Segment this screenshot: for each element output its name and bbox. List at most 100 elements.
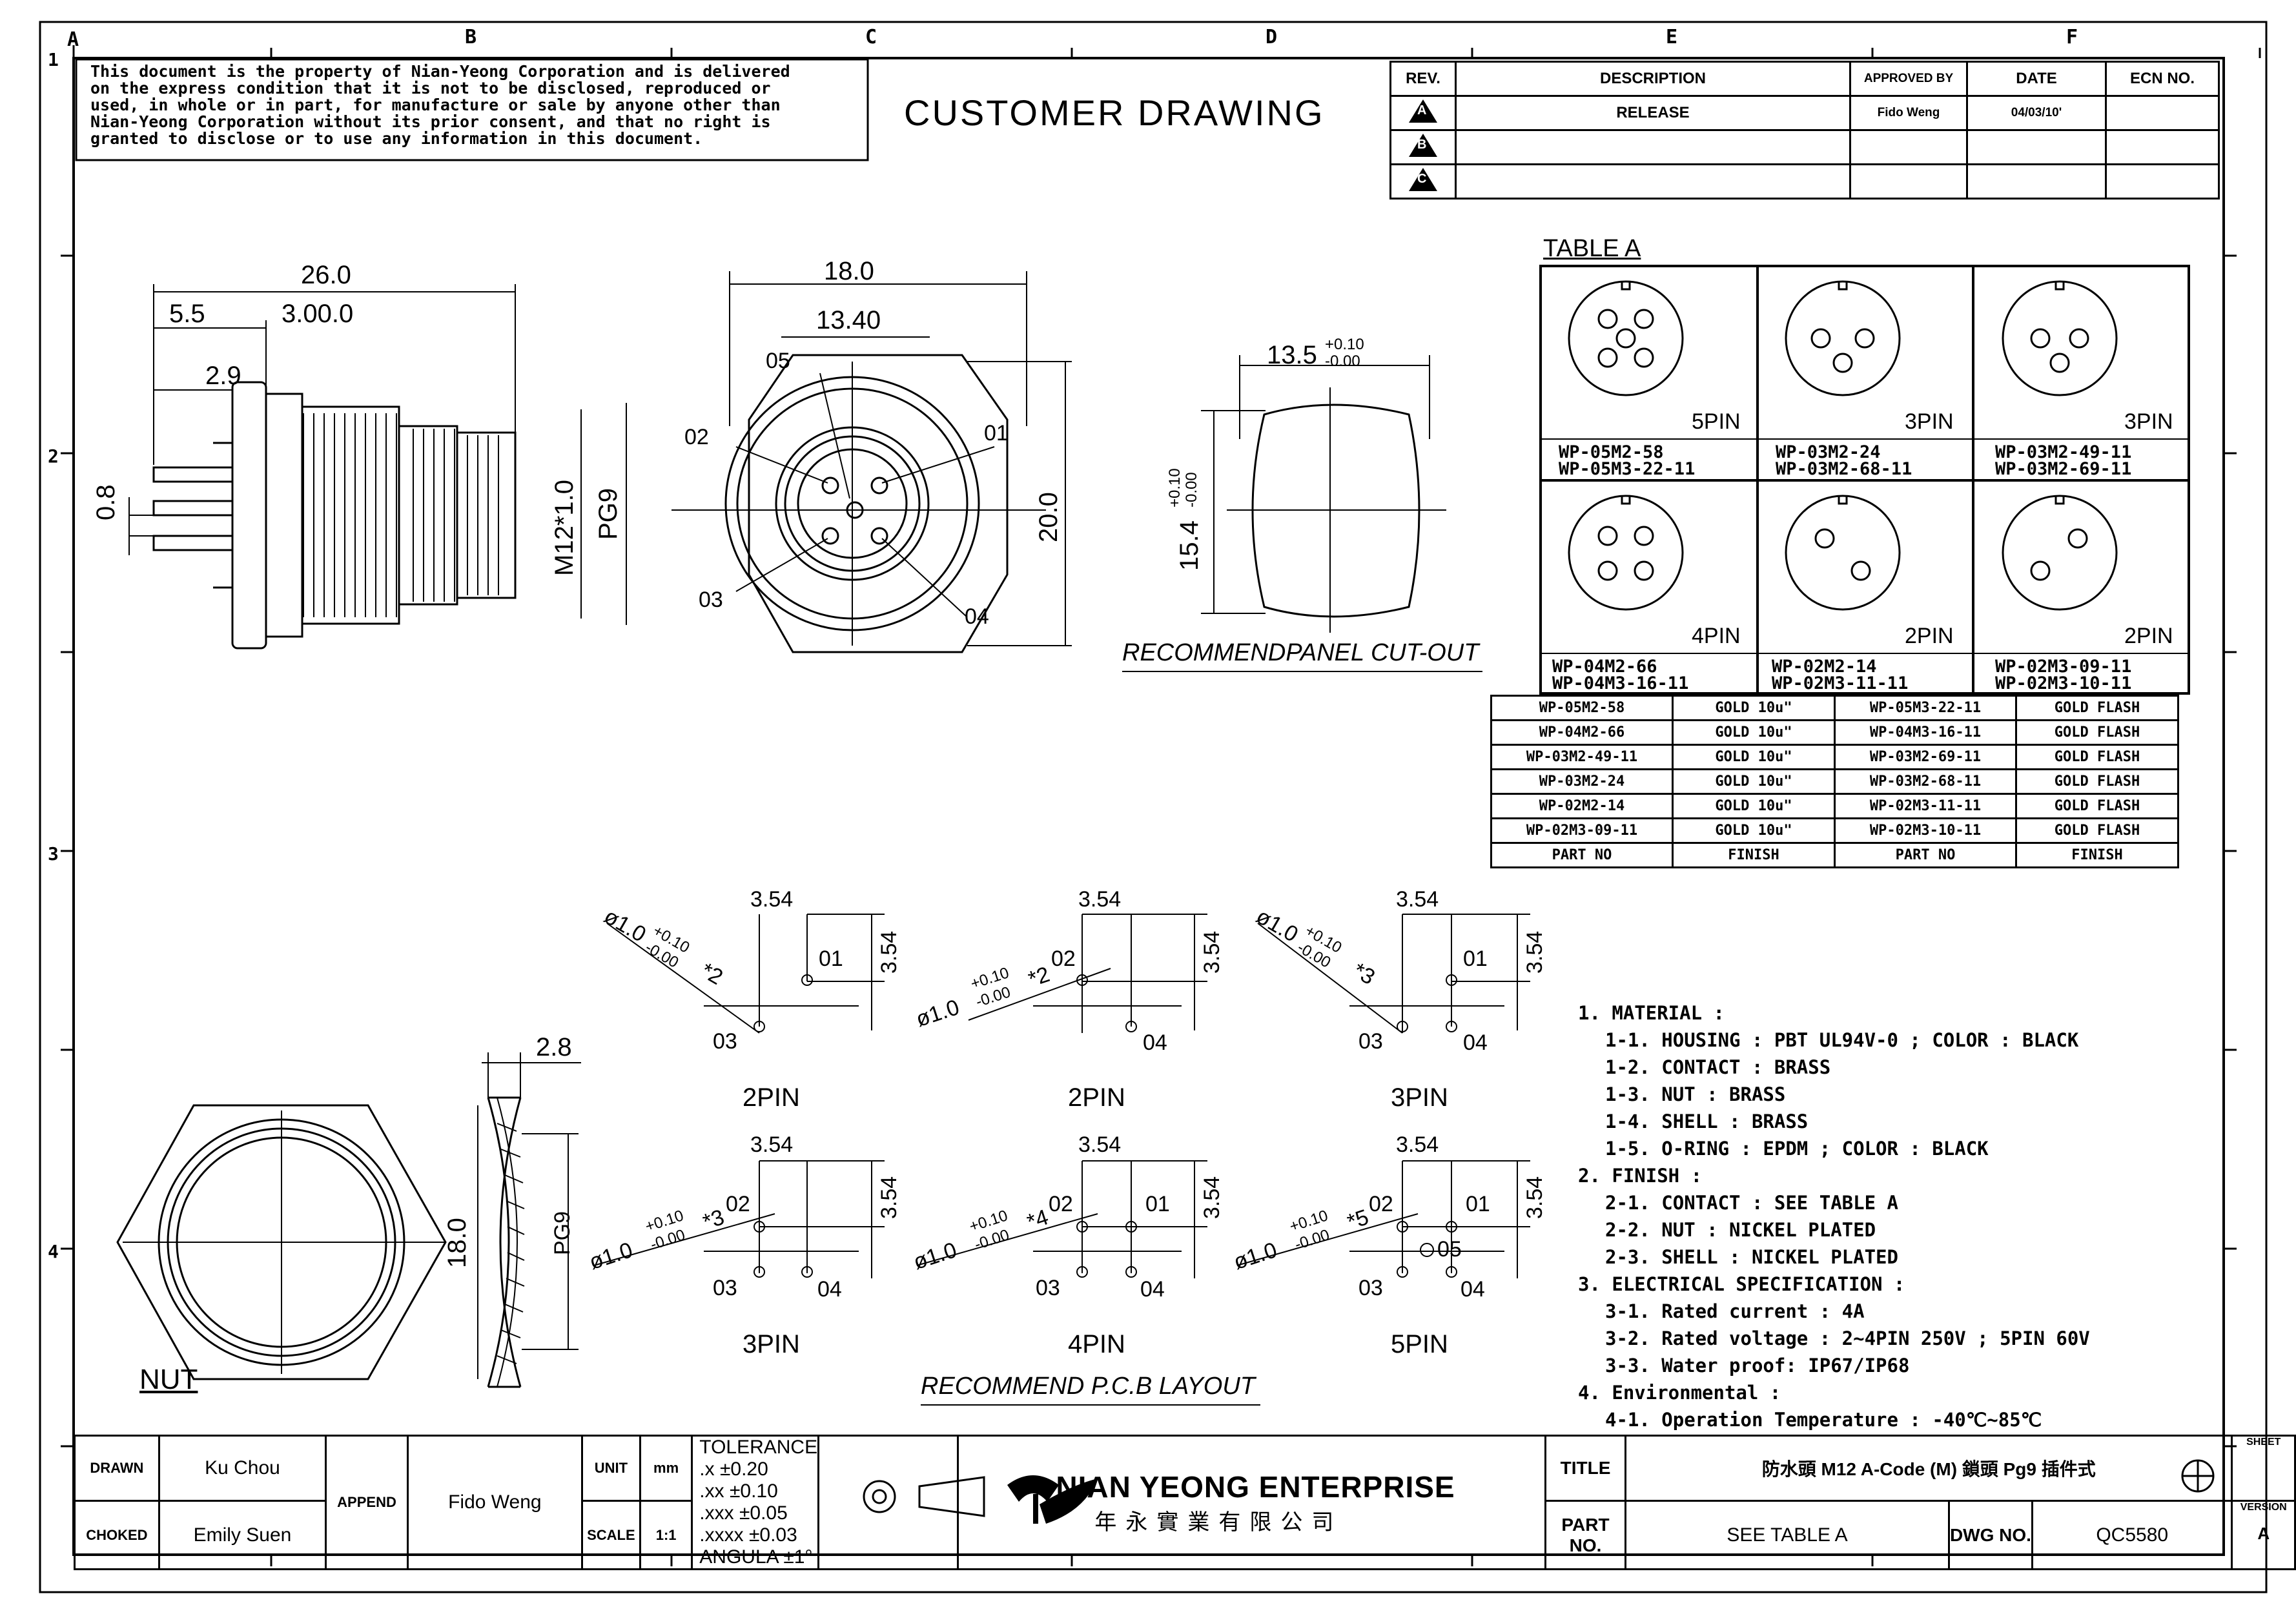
- dim-pin-length: 2.9: [205, 362, 241, 390]
- spec-line: 1-4. SHELL : BRASS: [1605, 1111, 1809, 1132]
- pcb-layout-drawings: [593, 914, 1530, 1406]
- zone-letter-b: B: [465, 26, 477, 48]
- unit-label: UNIT: [580, 1434, 641, 1502]
- finish-value: GOLD 10u": [1672, 817, 1836, 844]
- finish-value: GOLD 10u": [1672, 695, 1836, 721]
- finish-value: GOLD FLASH: [2015, 695, 2179, 721]
- table-a-cell-1-pins: 5PIN: [1692, 409, 1741, 434]
- drawn-value: Ku Chou: [158, 1434, 327, 1502]
- part-no: WP-02M3-09-11: [1995, 657, 2132, 677]
- company-name-cn: 年永實業有限公司: [1094, 1509, 1343, 1535]
- rev-a-date: 04/03/10': [1966, 95, 2107, 131]
- pcb-3-pin-03: 03: [1358, 1029, 1383, 1054]
- part-no: WP-02M2-14: [1772, 657, 1877, 677]
- dwg-value: QC5580: [2031, 1500, 2233, 1570]
- spec-line: 3-2. Rated voltage : 2~4PIN 250V ; 5PIN …: [1605, 1327, 2090, 1349]
- cutout-dim-width: 13.5: [1267, 341, 1317, 369]
- table-a-cell-2-parts: WP-03M2-24 WP-03M2-68-11: [1776, 444, 1912, 478]
- finish-part-no: WP-04M2-66: [1490, 719, 1674, 746]
- pcb-5-pitch-x: 3.54: [1078, 1132, 1122, 1157]
- description-header: DESCRIPTION: [1455, 61, 1851, 97]
- pcb-5-pitch-y: 3.54: [1200, 1176, 1224, 1219]
- finish-part-no: WP-02M2-14: [1490, 793, 1674, 819]
- spec-line: 2. FINISH :: [1578, 1165, 1703, 1187]
- spec-line: 4. Environmental :: [1578, 1382, 1781, 1404]
- rev-b-date: [1966, 129, 2107, 165]
- front-pin-05: 05: [766, 349, 790, 373]
- specifications: 1. MATERIAL : 1-1. HOUSING : PBT UL94V-0…: [1578, 1002, 2090, 1436]
- pcb-5-pin-04: 04: [1140, 1277, 1165, 1302]
- table-a-cell-1-parts: WP-05M2-58 WP-05M3-22-11: [1559, 444, 1695, 478]
- notice-line: This document is the property of Nian-Ye…: [90, 62, 790, 81]
- version-label: VERSION: [2240, 1502, 2287, 1513]
- finish-value: GOLD 10u": [1672, 719, 1836, 746]
- table-row: WP-02M2-14 GOLD 10u" WP-02M3-11-11 GOLD …: [1490, 793, 2179, 819]
- pcb-4-pin-02: 02: [726, 1192, 750, 1216]
- finish-part-no: WP-03M2-49-11: [1490, 744, 1674, 770]
- pcb-3-pitch-x: 3.54: [1396, 887, 1439, 912]
- front-pin-01: 01: [984, 421, 1009, 445]
- pcb-1-pitch-x: 3.54: [750, 887, 794, 912]
- table-a-cell-3-parts: WP-03M2-49-11 WP-03M2-69-11: [1995, 444, 2131, 478]
- version-cell: VERSION A: [2231, 1500, 2296, 1570]
- panel-cutout: [1122, 355, 1482, 672]
- proprietary-notice: This document is the property of Nian-Ye…: [90, 63, 865, 147]
- rev-triangle-icon: C: [1409, 167, 1437, 191]
- scale-value: 1:1: [639, 1500, 693, 1570]
- approved-header: APPROVED BY: [1849, 61, 1968, 97]
- nut-drawing: [116, 1052, 581, 1388]
- version-value: A: [2257, 1524, 2270, 1544]
- table-a-cell-6-parts: WP-02M3-09-11 WP-02M3-10-11: [1995, 657, 2132, 692]
- pcb-5-pin-02: 02: [1049, 1192, 1073, 1216]
- scale-label: SCALE: [580, 1500, 641, 1570]
- zone-number-4: 4: [48, 1241, 59, 1262]
- rev-c-ecn: [2105, 163, 2220, 200]
- tolerance-row: .xxxx ±0.03: [699, 1524, 797, 1546]
- finish-header: FINISH: [2015, 842, 2179, 868]
- table-row: WP-03M2-24 GOLD 10u" WP-03M2-68-11 GOLD …: [1490, 768, 2179, 795]
- part-no: WP-03M2-49-11: [1995, 442, 2132, 462]
- checked-value: Emily Suen: [158, 1500, 327, 1570]
- front-dim-height: 20.0: [1034, 492, 1063, 542]
- tolerance-row: .x ±0.20: [699, 1459, 768, 1480]
- tolerance-label: TOLERANCE: [699, 1437, 818, 1458]
- cutout-caption: RECOMMENDPANEL CUT-OUT: [1122, 639, 1479, 666]
- front-dim-inner: 13.40: [816, 306, 881, 334]
- rev-c-approved: [1849, 163, 1968, 200]
- part-no: WP-04M2-66: [1552, 657, 1657, 677]
- notice-box: [75, 58, 869, 161]
- pcb-6-pin-03: 03: [1358, 1276, 1383, 1300]
- rev-triangle-icon: A: [1409, 99, 1437, 123]
- finish-value: GOLD 10u": [1672, 768, 1836, 795]
- pcb-1-pin-03: 03: [713, 1029, 737, 1054]
- title-block: DRAWN Ku Chou APPEND Fido Weng UNIT mm T…: [74, 1434, 2296, 1570]
- pcb-4-pin-03: 03: [713, 1276, 737, 1300]
- tolerance-row: ANGULA ±1°: [699, 1546, 813, 1568]
- rev-a-ecn: [2105, 95, 2220, 131]
- notice-line: on the express condition that it is not …: [90, 79, 771, 97]
- pcb-2-pitch-y: 3.54: [1200, 930, 1224, 974]
- tolerance-row: .xxx ±0.05: [699, 1502, 788, 1524]
- part-no: WP-04M3-16-11: [1552, 673, 1689, 693]
- finish-part-no: WP-05M3-22-11: [1834, 695, 2017, 721]
- finish-value: GOLD FLASH: [2015, 744, 2179, 770]
- finish-part-no: WP-03M2-69-11: [1834, 744, 2017, 770]
- front-pin-02: 02: [684, 425, 709, 449]
- append-label: APPEND: [325, 1435, 409, 1570]
- zone-number-3: 3: [48, 843, 59, 865]
- finish-value: GOLD 10u": [1672, 793, 1836, 819]
- spec-line: 1-2. CONTACT : BRASS: [1605, 1056, 1831, 1078]
- pcb-4-label: 3PIN: [743, 1330, 800, 1358]
- dim-overall-length: 26.0: [301, 261, 351, 289]
- finish-part-no: WP-02M3-09-11: [1490, 817, 1674, 844]
- finish-part-no: WP-04M3-16-11: [1834, 719, 2017, 746]
- pcb-4-pitch-x: 3.54: [750, 1132, 794, 1157]
- dim-pin-diameter: 0.8: [92, 484, 120, 520]
- table-a-cell-4-parts: WP-04M2-66 WP-04M3-16-11: [1552, 657, 1689, 693]
- finish-part-no: WP-02M3-11-11: [1834, 793, 2017, 819]
- notice-line: Nian-Yeong Corporation without its prior…: [90, 112, 771, 131]
- pcb-6-pin-05: 05: [1437, 1237, 1462, 1262]
- spec-line: 1-3. NUT : BRASS: [1605, 1083, 1786, 1105]
- side-view: [128, 284, 627, 650]
